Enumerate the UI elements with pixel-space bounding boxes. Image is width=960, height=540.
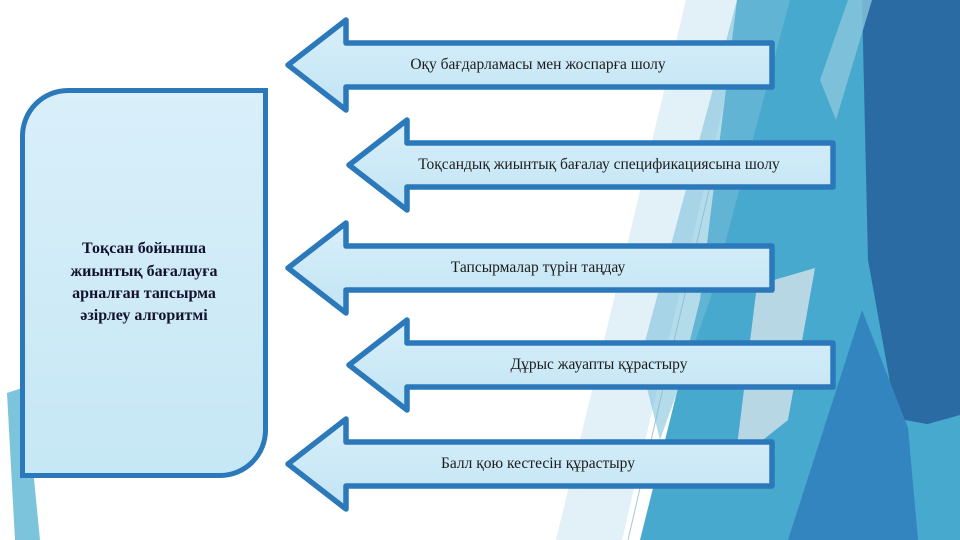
arrow-step-1[interactable]: Оқу бағдарламасы мен жоспарға шолу [285,17,775,113]
arrow-step-1-label: Оқу бағдарламасы мен жоспарға шолу [410,56,666,73]
left-arrow-shape [285,416,775,512]
left-arrow-shape [285,220,775,316]
left-arrow-shape [346,317,836,413]
left-arrow-shape [346,117,836,213]
title-box-text: Тоқсан бойынша жиынтық бағалауға арналға… [70,240,218,325]
facet-mid-blue [788,310,918,540]
facet-top-streak [820,0,872,120]
facet-light-edge [640,0,790,440]
arrow-step-2-label: Тоқсандық жиынтық бағалау спецификациясы… [418,156,780,173]
arrow-step-2[interactable]: Тоқсандық жиынтық бағалау спецификациясы… [346,117,836,213]
title-box[interactable]: Тоқсан бойынша жиынтық бағалауға арналға… [20,88,268,478]
left-arrow-shape [285,17,775,113]
arrow-step-5-label: Балл қою кестесін құрастыру [441,455,635,472]
arrow-step-5[interactable]: Балл қою кестесін құрастыру [285,416,775,512]
arrow-step-4-label: Дұрыс жауапты құрастыру [510,356,688,373]
facet-dark-wedge [862,0,960,432]
arrow-step-3[interactable]: Тапсырмалар түрін таңдау [285,220,775,316]
arrow-step-4[interactable]: Дұрыс жауапты құрастыру [346,317,836,413]
arrow-step-3-label: Тапсырмалар түрін таңдау [450,259,626,276]
